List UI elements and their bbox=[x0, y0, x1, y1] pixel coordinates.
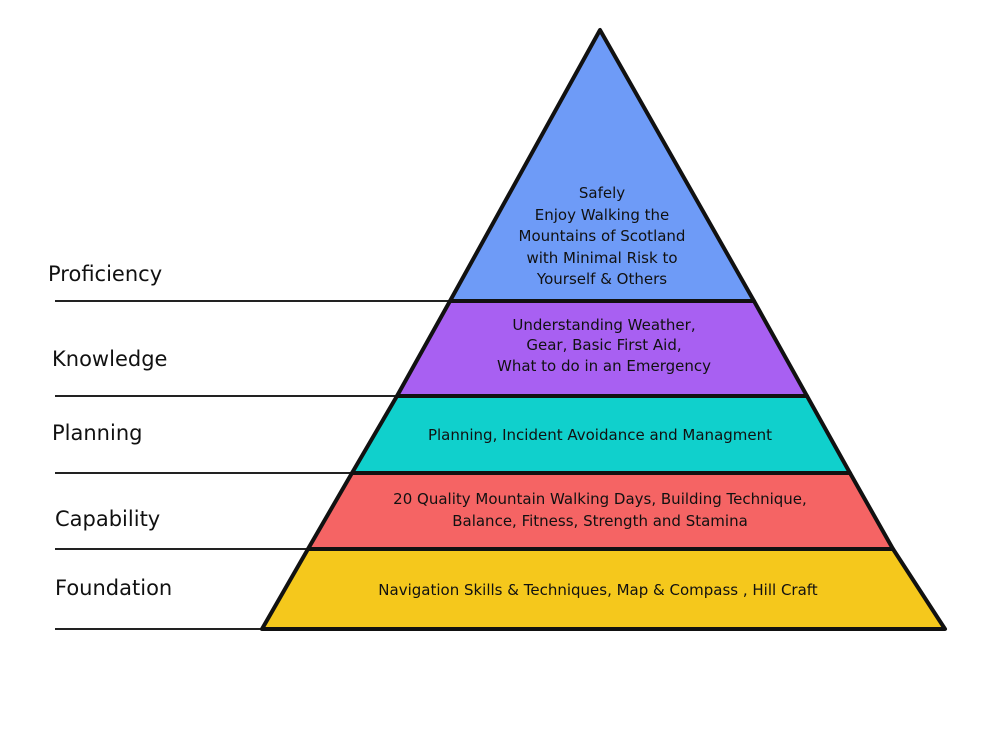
level-label-proficiency: Proficiency bbox=[48, 262, 162, 286]
band-text-capability-line-2: Balance, Fitness, Strength and Stamina bbox=[452, 512, 748, 530]
band-text-proficiency-line-1: Safely bbox=[579, 184, 625, 202]
pyramid bbox=[260, 28, 947, 631]
band-capability bbox=[306, 471, 895, 551]
band-text-capability-line-1: 20 Quality Mountain Walking Days, Buildi… bbox=[393, 490, 807, 508]
band-text-proficiency-line-3: Mountains of Scotland bbox=[519, 227, 686, 245]
band-texts: Safely Enjoy Walking the Mountains of Sc… bbox=[378, 184, 818, 599]
level-label-foundation: Foundation bbox=[55, 576, 172, 600]
guide-lines bbox=[55, 300, 450, 630]
level-label-knowledge: Knowledge bbox=[52, 347, 167, 371]
band-text-foundation-line-1: Navigation Skills & Techniques, Map & Co… bbox=[378, 581, 818, 599]
level-labels: Proficiency Knowledge Planning Capabilit… bbox=[48, 262, 172, 600]
band-text-knowledge-line-3: What to do in an Emergency bbox=[497, 357, 711, 375]
level-label-planning: Planning bbox=[52, 421, 142, 445]
band-text-planning-line-1: Planning, Incident Avoidance and Managme… bbox=[428, 426, 772, 444]
band-text-proficiency-line-2: Enjoy Walking the bbox=[535, 206, 669, 224]
band-text-knowledge-line-2: Gear, Basic First Aid, bbox=[526, 336, 681, 354]
band-text-proficiency-line-4: with Minimal Risk to bbox=[526, 249, 677, 267]
band-foundation bbox=[260, 547, 947, 631]
band-text-knowledge-line-1: Understanding Weather, bbox=[512, 316, 695, 334]
band-text-proficiency-line-5: Yourself & Others bbox=[536, 270, 667, 288]
level-label-capability: Capability bbox=[55, 507, 160, 531]
